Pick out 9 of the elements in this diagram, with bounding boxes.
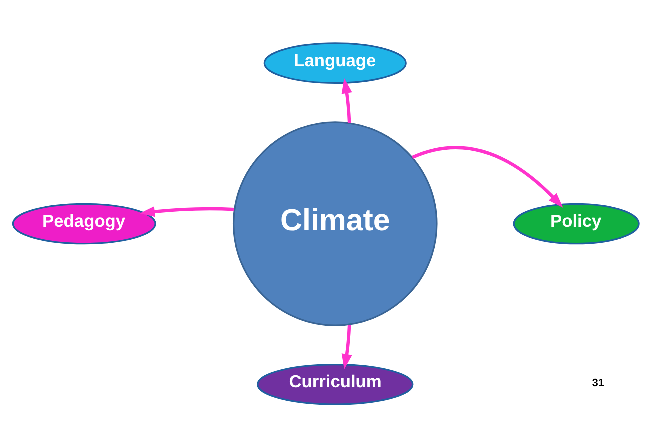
arrow: [342, 324, 352, 370]
node-circle: Climate: [232, 121, 438, 326]
label: 31: [592, 376, 604, 389]
node-ellipse: Policy: [513, 202, 640, 244]
arrow: [342, 78, 352, 123]
arrow: [412, 146, 564, 208]
arrow: [140, 206, 235, 217]
node-ellipse: Curriculum: [257, 364, 414, 405]
node-ellipse: Language: [264, 42, 407, 84]
